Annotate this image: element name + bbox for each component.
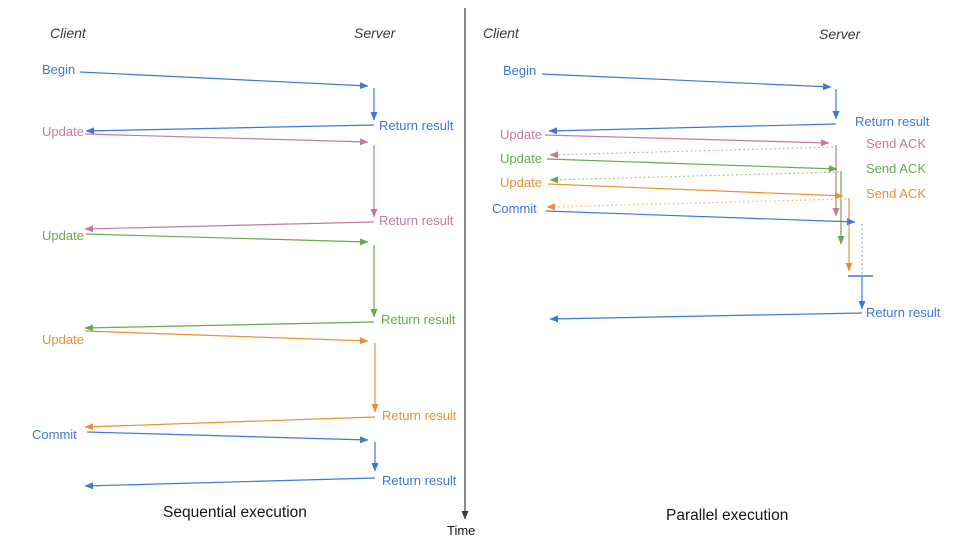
seq-begin-label: Begin bbox=[42, 62, 76, 77]
seq-update1-return-line bbox=[84, 221, 375, 233]
seq-update3-request-line bbox=[84, 330, 369, 345]
par-update1-ack-label: Send ACK bbox=[866, 136, 926, 151]
par-update1-ack-line bbox=[549, 146, 834, 159]
par-update2-request-line bbox=[546, 158, 838, 173]
par-update3-ack-line bbox=[546, 198, 847, 211]
seq-begin-request-line bbox=[79, 71, 369, 90]
par-begin-label: Begin bbox=[503, 63, 537, 78]
par-update1-request-line bbox=[544, 134, 830, 147]
par-caption: Parallel execution bbox=[666, 507, 789, 524]
seq-begin-result-label: Return result bbox=[379, 118, 454, 133]
seq-update2-label: Update bbox=[42, 228, 84, 243]
time-axis-label: Time bbox=[447, 523, 476, 538]
par-update3-request-line bbox=[547, 183, 844, 200]
par-commit-request-line bbox=[545, 210, 856, 226]
par-begin-return-line bbox=[548, 123, 837, 135]
seq-update3-result-label: Return result bbox=[382, 408, 457, 423]
par-commit-return-line bbox=[549, 312, 863, 323]
seq-caption: Sequential execution bbox=[163, 504, 307, 521]
seq-begin-return-line bbox=[85, 124, 375, 135]
par-client-header: Client bbox=[483, 25, 519, 41]
par-commit-label: Commit bbox=[492, 201, 537, 216]
seq-client-header: Client bbox=[50, 25, 86, 41]
seq-update2-result-label: Return result bbox=[381, 312, 456, 327]
seq-commit-return-line bbox=[84, 477, 376, 490]
seq-server-header: Server bbox=[354, 25, 396, 41]
par-update2-ack-line bbox=[549, 171, 840, 184]
seq-commit-request-line bbox=[86, 431, 369, 444]
seq-update3-return-line bbox=[84, 416, 376, 431]
par-update2-label: Update bbox=[500, 151, 542, 166]
par-begin-request-line bbox=[541, 73, 832, 91]
par-update3-ack-label: Send ACK bbox=[866, 186, 926, 201]
seq-commit-result-label: Return result bbox=[382, 473, 457, 488]
par-update3-label: Update bbox=[500, 175, 542, 190]
par-server-header: Server bbox=[819, 26, 861, 42]
seq-update1-label: Update bbox=[42, 124, 84, 139]
seq-update3-label: Update bbox=[42, 332, 84, 347]
seq-update1-request-line bbox=[84, 133, 369, 146]
par-begin-result-label: Return result bbox=[855, 114, 930, 129]
par-commit-result-label: Return result bbox=[866, 305, 941, 320]
seq-update2-return-line bbox=[84, 321, 375, 332]
seq-commit-label: Commit bbox=[32, 427, 77, 442]
seq-update2-request-line bbox=[85, 233, 369, 246]
par-update2-ack-label: Send ACK bbox=[866, 161, 926, 176]
seq-update1-result-label: Return result bbox=[379, 213, 454, 228]
par-update1-label: Update bbox=[500, 127, 542, 142]
